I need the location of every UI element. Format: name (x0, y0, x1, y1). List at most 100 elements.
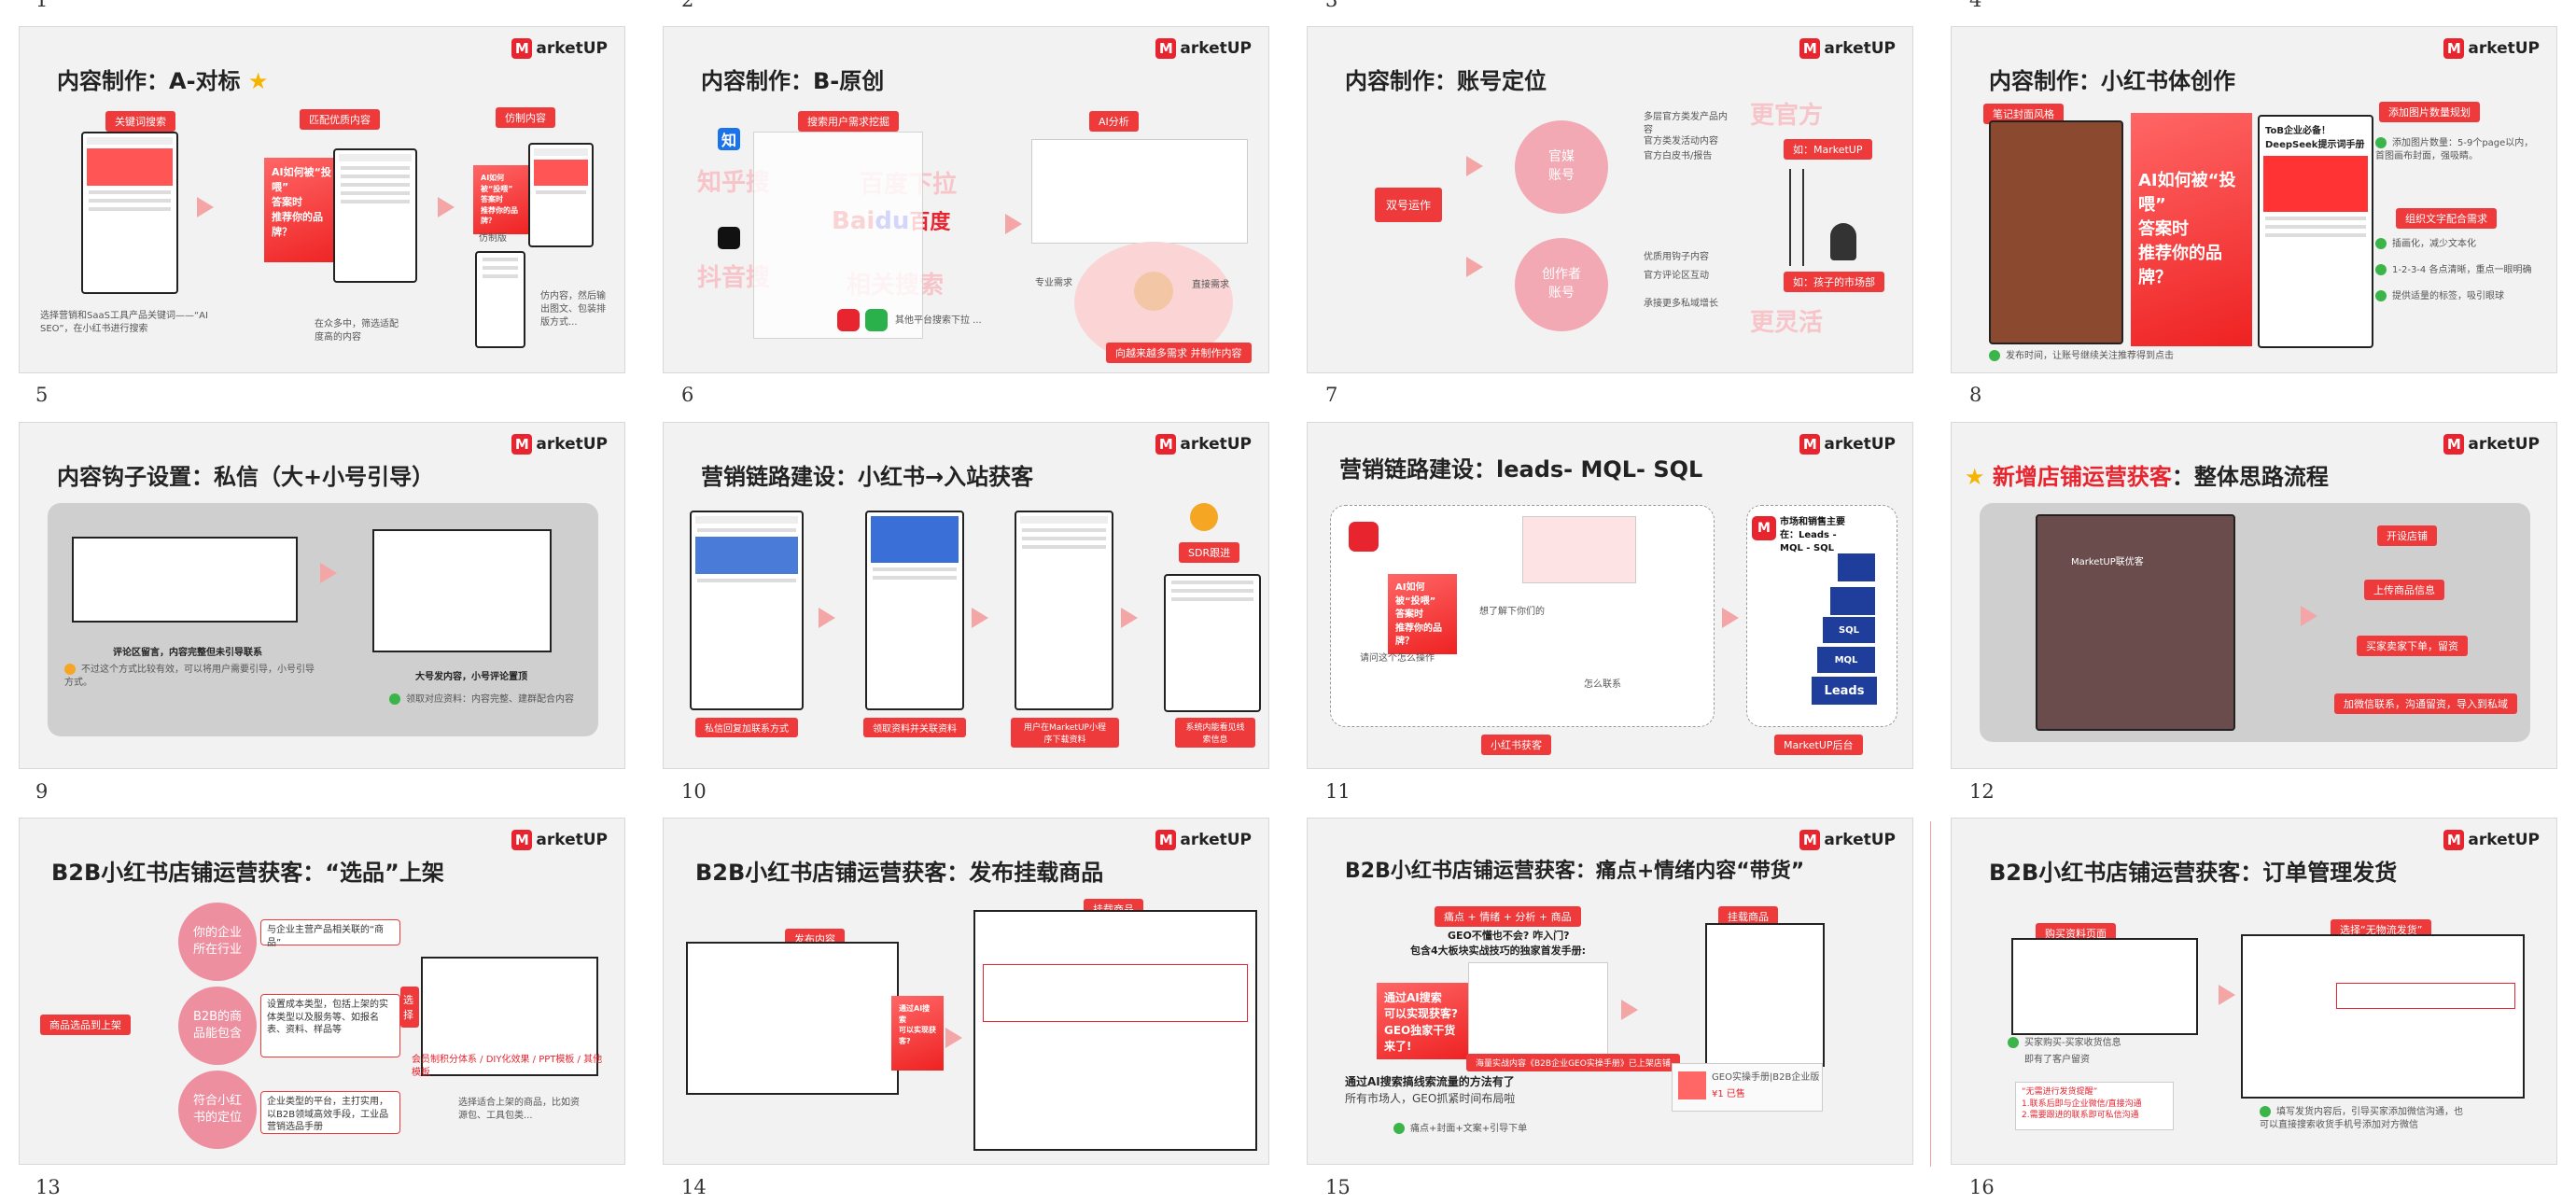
funnel-stage (1830, 587, 1875, 615)
xiaohongshu-icon (1349, 522, 1379, 552)
step-tag: 关键词搜索 (105, 111, 175, 132)
criteria-circle: B2B的商品能包含 (178, 987, 257, 1065)
cover-card: 通过AI搜索 可以实现获客? (891, 996, 944, 1071)
caption: 评论区留言，内容完整但未引导联系 (113, 648, 262, 658)
flow-step: 开设店铺 (2377, 525, 2437, 546)
side-tag: 选择 (400, 987, 419, 1028)
label-word: 更灵活 (1750, 309, 1824, 337)
step-tag: 领取资料并关联资料 (863, 718, 966, 737)
page-number: 6 (681, 384, 694, 406)
page-number: 16 (1969, 1176, 1995, 1198)
wechat-icon (865, 309, 888, 331)
reply-screenshot (372, 529, 552, 652)
product-thumbnail (1678, 1071, 1706, 1099)
zhihu-icon: 知 (718, 128, 740, 150)
check-item: 插画化，减少文本化 (2375, 238, 2476, 251)
phone-mockup (475, 251, 525, 348)
flow-arrow (1621, 1000, 1638, 1020)
caption: 其他平台搜索下拉 ... (895, 315, 982, 326)
label-word: 更官方 (1750, 102, 1824, 130)
bullet: 承接更多私域增长 (1644, 299, 1718, 309)
step-tag: 痛点 + 情绪 + 分析 + 商品 (1435, 906, 1581, 927)
account-tag: 如：MarketUP (1784, 139, 1872, 160)
publish-screenshot (686, 942, 899, 1095)
product-card: GEO实操手册|B2B企业版 ¥1 已售 (1672, 1063, 1823, 1112)
search-screenshot (753, 132, 923, 339)
footer-note: 填写发货内容后，引导买家添加微信沟通，也可以直接搜索收货手机号添加对方微信 (2260, 1106, 2463, 1130)
flow-arrow (972, 608, 988, 628)
step-tag: 添加图片数量规划 (2379, 102, 2480, 122)
chat-bubble: 怎么联系 (1584, 679, 1621, 690)
caption: 仿制版 (479, 233, 507, 244)
xiaohongshu-icon (837, 309, 860, 331)
hook-line: GEO不懂也不会? 咋入门? (1448, 930, 1570, 942)
marketup-icon: M (1752, 516, 1776, 540)
check-item: 添加图片数量：5-9个page以内，首图画布封面，强吸睛。 (2375, 137, 2534, 161)
step-tag: 向越来越多需求 并制作内容 (1106, 343, 1252, 363)
criteria-box: 企业类型的平台，主打实用，以B2B领域高效手段，工业品营销选品手册 (260, 1091, 400, 1134)
connector (1789, 169, 1791, 266)
step-tag: AI分析 (1089, 111, 1139, 132)
step-tag: 仿制内容 (496, 107, 555, 128)
phone-mockup (81, 132, 178, 294)
slide-thumbnail-2[interactable]: 内容制作：B-原创 MarketUP 搜索用户需求挖掘 AI分析 知乎搜 百度下… (663, 26, 1269, 373)
phone-mockup (865, 511, 964, 710)
phone-mockup (1015, 511, 1113, 710)
pipeline-label: 市场和销售主要在：Leads - MQL - SQL (1780, 517, 1845, 553)
person-icon (1830, 223, 1856, 260)
slide-title: 营销链路建设：leads- MQL- SQL (1339, 456, 1703, 483)
account-circle: 创作者 账号 (1515, 238, 1608, 331)
step-tag: 挂载商品 (1718, 906, 1778, 927)
step-tag: 商品选品到上架 (40, 1015, 131, 1035)
label: 直接需求 (1192, 280, 1229, 290)
bullet: 官方类发活动内容 (1644, 136, 1718, 147)
step-tag: 用户在MarketUP小程序下载资料 (1011, 718, 1119, 748)
flow-step: 加微信联系，沟通留资，导入到私域 (2334, 693, 2517, 714)
cover-card: AI如何被“投喂” 答案时 推荐你的品牌？ (473, 165, 531, 234)
bullet: 多层官方类发产品内容 (1644, 112, 1728, 135)
comment-screenshot (72, 537, 298, 623)
page-number: 5 (35, 384, 49, 406)
criteria-box: 与企业主营产品相关联的“商品” (260, 919, 400, 948)
slide-title: ★ 新增店铺运营获客：整体思路流程 (1965, 464, 2329, 490)
bullet: 官方白皮书/报告 (1644, 151, 1713, 161)
order-screenshot (2011, 938, 2198, 1035)
summary-line: 所有市场人，GEO抓紧时间布局啦 (1345, 1092, 1516, 1105)
chat-bubble: 想了解下你们的 (1479, 607, 1545, 617)
ai-analysis-panel (1031, 139, 1248, 244)
cover-card: 通过AI搜索 可以实现获客? GEO独家干货来了! (1377, 983, 1468, 1059)
footer-note: 痛点+封面+文案+引导下单 (1393, 1123, 1527, 1136)
slide-title: B2B小红书店铺运营获客：订单管理发货 (1989, 860, 2398, 886)
slide-title: 内容制作：小红书体创作 (1989, 68, 2235, 94)
flow-arrow (819, 608, 835, 628)
account-tag: 如：孩子的市场部 (1784, 272, 1884, 292)
flow-arrow (945, 1028, 962, 1048)
flow-arrow (1121, 608, 1138, 628)
product-mount-screenshot (973, 910, 1257, 1151)
slide-thumbnail-10[interactable]: B2B小红书店铺运营获客：发布挂载商品 MarketUP 发布内容 挂载商品 通… (663, 818, 1269, 1165)
page-number: 3 (1325, 0, 1338, 11)
summary-line: 通过AI搜索搞线索流量的方法有了 (1345, 1075, 1515, 1088)
red-note: 会员制积分体系 / DIY化效果 / PPT模板 / 其他模板 (412, 1055, 603, 1078)
divider (1930, 821, 1931, 1167)
flow-arrow (2301, 606, 2317, 626)
flow-arrow (1005, 214, 1022, 234)
slide-title: 内容制作：B-原创 (701, 68, 885, 94)
check-item-sub: 即有了客户留资 (2024, 1055, 2090, 1065)
crm-screenshot (1164, 574, 1261, 712)
